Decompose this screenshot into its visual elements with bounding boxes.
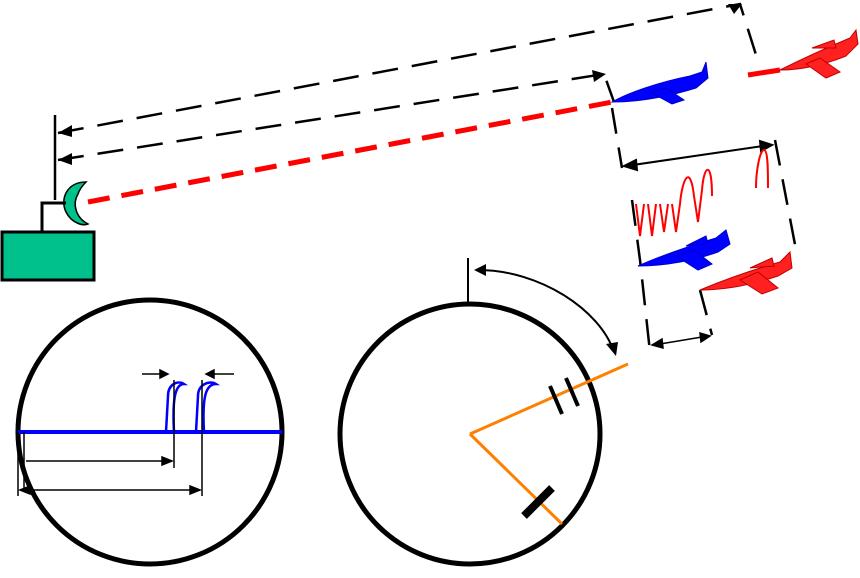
echo-pulses xyxy=(635,148,769,237)
far-range-arrow-right xyxy=(728,4,742,14)
target-spacing-arrow xyxy=(650,331,712,350)
range-measure-lines xyxy=(17,380,203,496)
bearing-angle-arc xyxy=(477,269,615,353)
bearing-line-2 xyxy=(468,432,564,526)
far-range-arrow-left xyxy=(58,125,72,137)
blue-jet-icon xyxy=(610,61,709,105)
bearing-scope xyxy=(337,258,629,567)
echo-train-near xyxy=(635,168,713,237)
radar-beam-far-segment xyxy=(747,67,781,78)
blip-marks-1 xyxy=(548,377,580,415)
bearing-arc-arrow-end xyxy=(606,342,618,356)
pulse-width-bracket xyxy=(610,107,799,256)
red-jet-icon xyxy=(779,28,859,79)
red-jet-icon-lower xyxy=(699,250,793,295)
radar-station xyxy=(0,115,96,282)
far-range-line xyxy=(57,2,759,135)
echo-pulse-far xyxy=(755,148,769,189)
range-arrowheads xyxy=(58,4,742,165)
echo-blip-1 xyxy=(164,381,189,433)
target-spacing-bracket xyxy=(630,199,714,353)
blue-jet-icon-lower xyxy=(637,229,731,271)
crescent-antenna-icon xyxy=(63,181,90,226)
antenna-feed xyxy=(40,201,66,232)
bearing-line-1 xyxy=(469,362,629,436)
radar-cabinet-icon xyxy=(0,230,96,282)
near-range-arrow-right xyxy=(592,70,606,82)
near-range-arrow-left xyxy=(58,153,72,165)
radar-beam xyxy=(87,99,613,205)
range-scope xyxy=(15,297,285,567)
echo-blip-2 xyxy=(194,381,221,433)
blip-mark-2 xyxy=(521,485,555,519)
pulse-width-arrow xyxy=(621,139,775,172)
near-range-line xyxy=(57,72,616,162)
bearing-arc-arrow-start xyxy=(474,264,486,276)
blip-spacing-arrows xyxy=(142,368,234,380)
